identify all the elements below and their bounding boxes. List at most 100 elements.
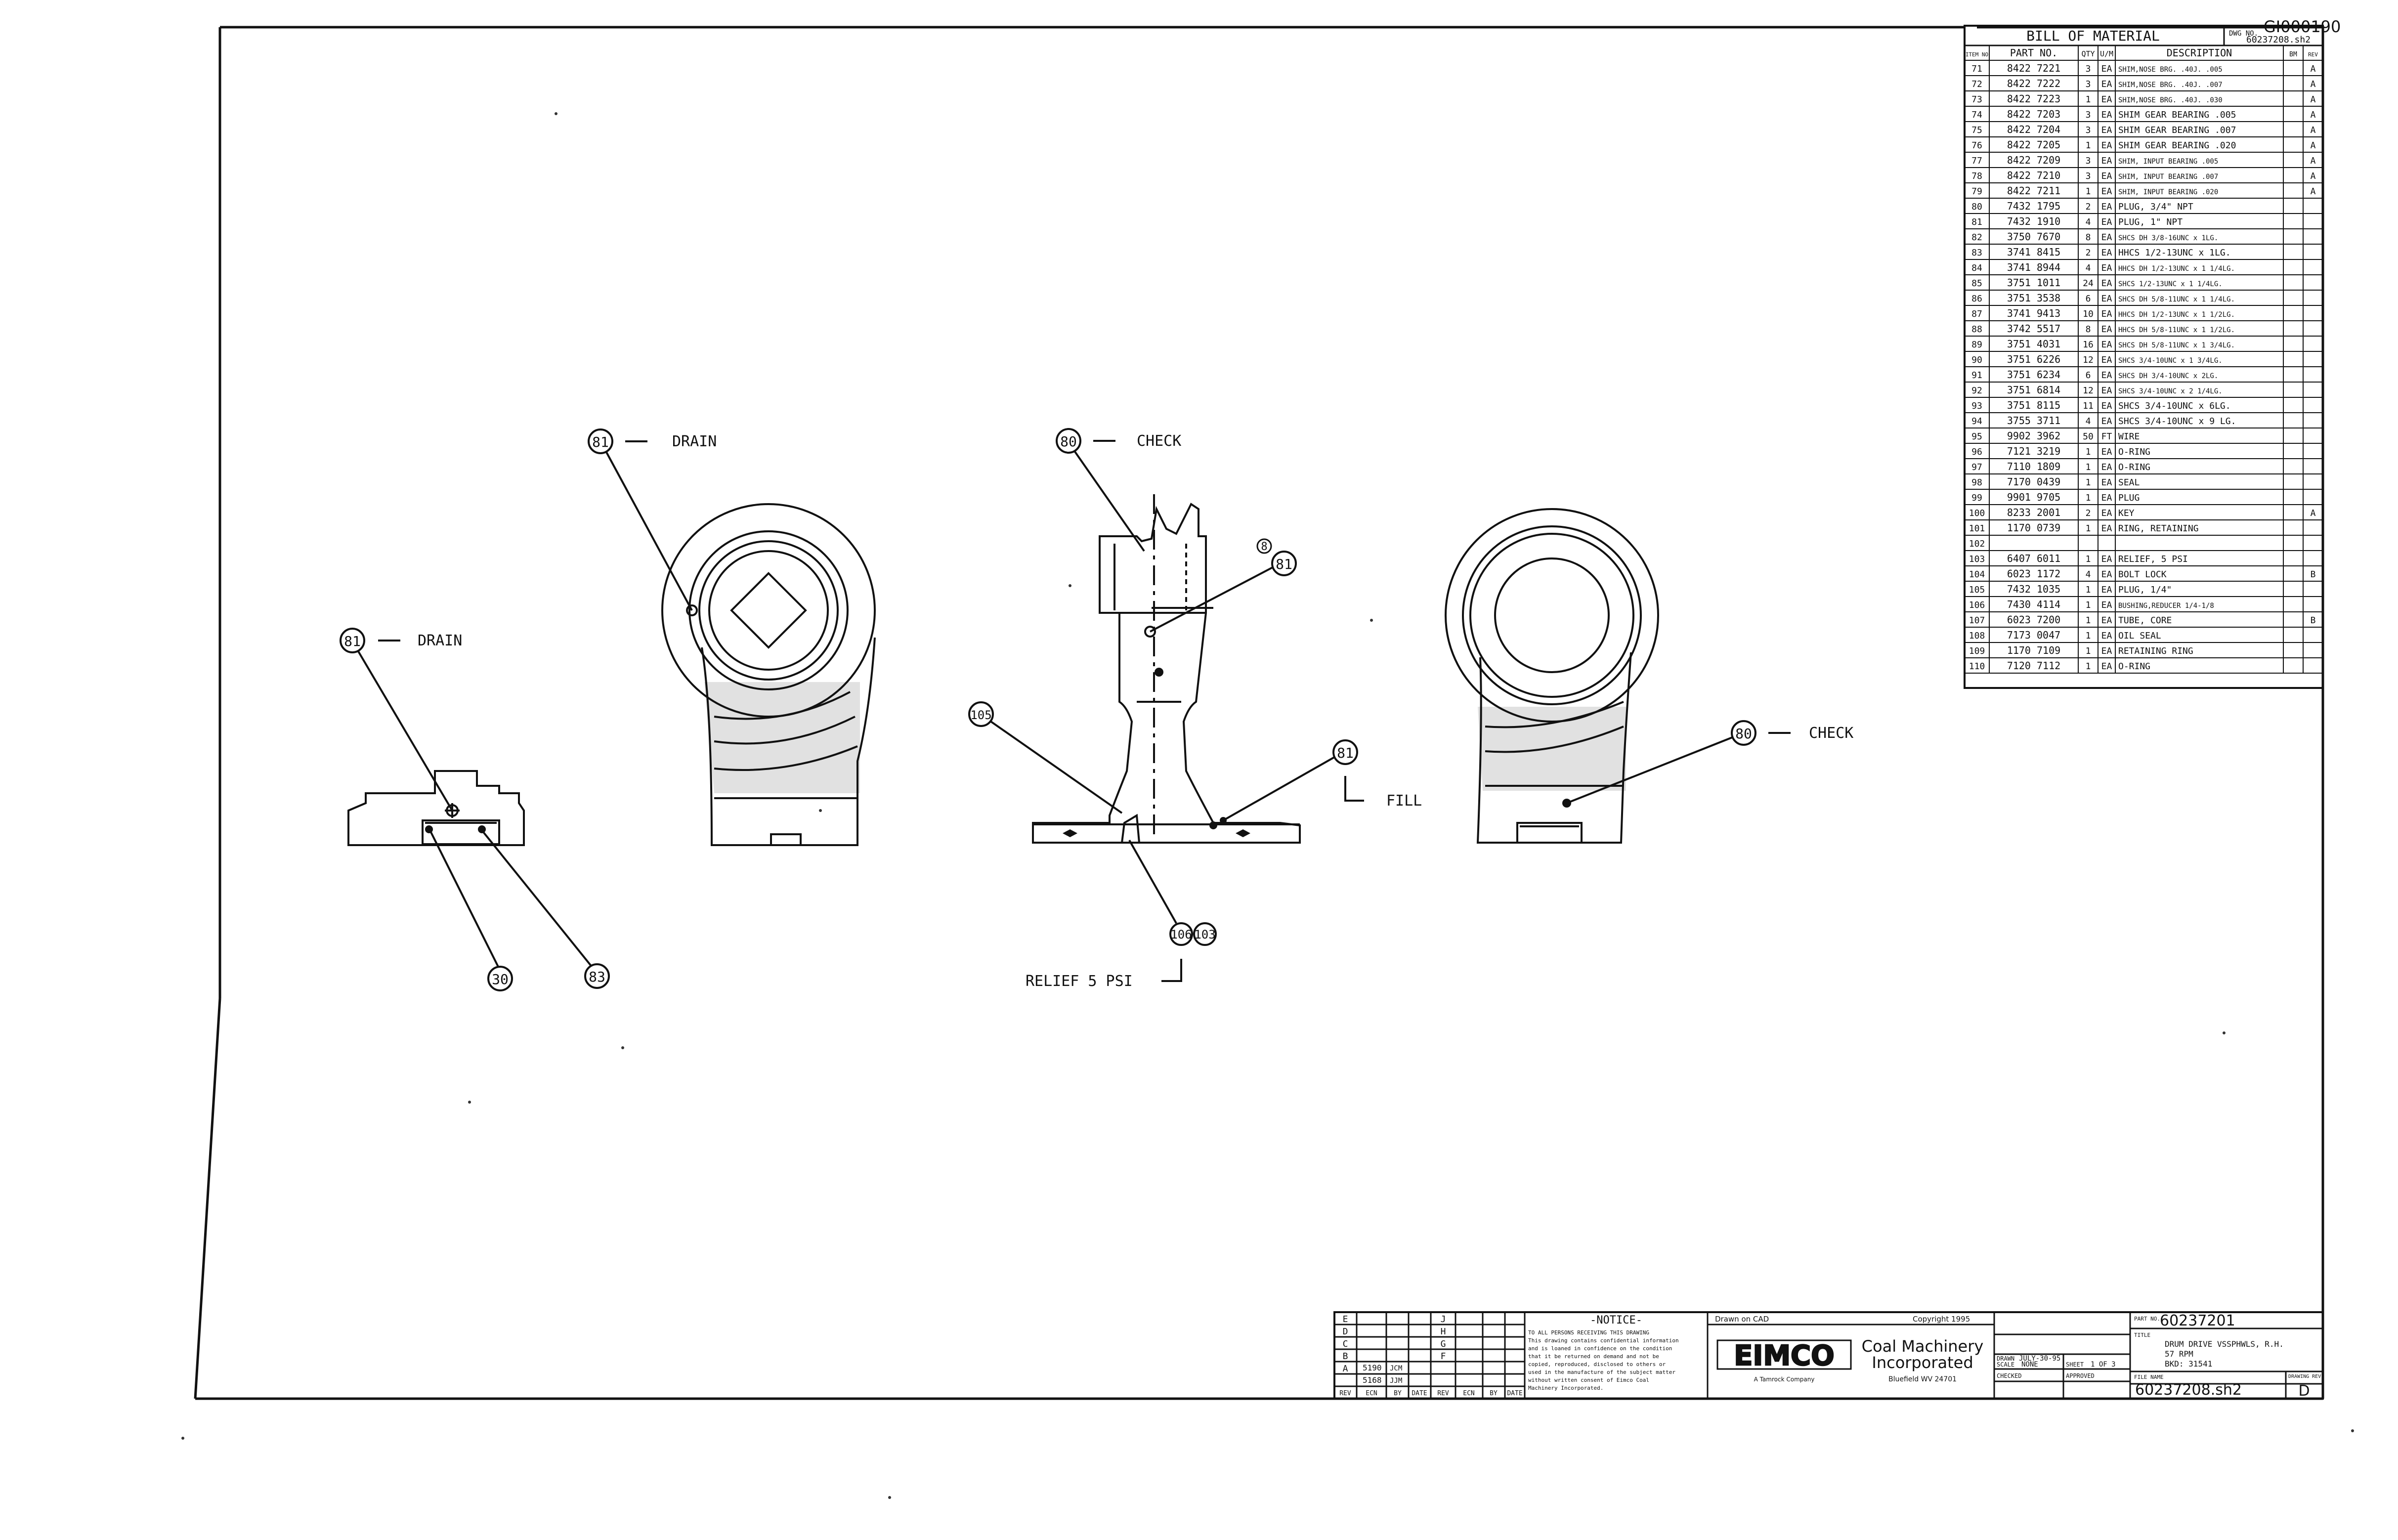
bom-part-no: 7120 7112: [2007, 660, 2060, 672]
bom-description: OIL SEAL: [2118, 631, 2161, 641]
bom-cell: 3: [2086, 171, 2091, 181]
bom-cell: 8: [2086, 324, 2091, 335]
drain-top-num: 81: [592, 434, 609, 450]
bom-part-no: 1170 0739: [2007, 522, 2060, 534]
bom-cell: 2: [2086, 508, 2091, 518]
bom-cell: EA: [2101, 79, 2112, 89]
rev-header-cell: BY: [1394, 1390, 1402, 1397]
part-no: 60237201: [2160, 1312, 2235, 1329]
bom-part-no: 3750 7670: [2007, 231, 2060, 243]
bom-part-no: 3751 6226: [2007, 353, 2060, 365]
bom-cell: EA: [2101, 340, 2112, 350]
bom-part-no: 8422 7205: [2007, 139, 2060, 151]
company-name-1: Coal Machinery: [1862, 1337, 1984, 1356]
bom-cell: A: [2311, 79, 2316, 89]
bom-cell: 1: [2086, 585, 2091, 595]
bom-grid: [1965, 45, 2323, 674]
bom-cell: 24: [2083, 278, 2094, 289]
bom-cell: 1: [2086, 140, 2091, 151]
bom-description: HHCS DH 1/2-13UNC x 1 1/4LG.: [2118, 265, 2235, 273]
checked-label: CHECKED: [1997, 1372, 2022, 1379]
bom-cell: EA: [2101, 324, 2112, 335]
rev-letter-left: D: [1343, 1326, 1348, 1337]
bom-cell: 79: [1971, 186, 1982, 197]
file-name-label: FILE NAME: [2134, 1374, 2164, 1380]
bom-cell: A: [2311, 508, 2316, 518]
bom-part-no: 8422 7204: [2007, 124, 2060, 135]
bom-cell: 1: [2086, 523, 2091, 534]
bom-cell: 1: [2086, 493, 2091, 503]
bom-part-no: 3742 5517: [2007, 323, 2060, 335]
eimco-logo: EIMCO: [1716, 1339, 1852, 1372]
bom-cell: 3: [2086, 110, 2091, 120]
bom-cell: EA: [2101, 355, 2112, 365]
scale-label: SCALE: [1997, 1361, 2014, 1368]
bom-cell: 90: [1971, 355, 1982, 365]
bom-cell: 100: [1969, 508, 1985, 518]
bom-cell: EA: [2101, 186, 2112, 197]
notice-line: Machinery Incorporated.: [1528, 1385, 1603, 1391]
bom-cell: A: [2311, 140, 2316, 151]
bom-cell: 102: [1969, 539, 1985, 549]
bom-cell: 74: [1971, 110, 1982, 120]
bom-cell: EA: [2101, 523, 2112, 534]
bom-cell: 110: [1969, 661, 1985, 672]
drawn-by-label: DRAWN: [1997, 1355, 2014, 1362]
rev-a-ecn: 5168: [1363, 1375, 1382, 1385]
bom-description: SHIM, INPUT BEARING .005: [2118, 158, 2218, 166]
bom-cell: 81: [1971, 217, 1982, 227]
company-name-2: Incorporated: [1872, 1353, 1973, 1372]
notice-line: that it be returned on demand and not be: [1528, 1353, 1659, 1360]
drain-left-num: 81: [344, 633, 361, 649]
bom-cell: 2: [2086, 202, 2091, 212]
title-line-3: BKD: 31541: [2165, 1359, 2212, 1369]
bom-cell: 12: [2083, 385, 2094, 396]
bom-cell: EA: [2101, 385, 2112, 396]
title-line-2: 57 RPM: [2165, 1349, 2193, 1359]
bom-header-cell: BM: [2289, 51, 2297, 58]
bom-part-no: 7432 1035: [2007, 583, 2060, 595]
bom-cell: A: [2311, 110, 2316, 120]
bom-description: HHCS DH 1/2-13UNC x 1 1/2LG.: [2118, 311, 2235, 319]
bom-cell: 94: [1971, 416, 1982, 427]
rev-header-cell: REV: [1437, 1390, 1449, 1397]
bom-part-no: 3751 6234: [2007, 369, 2060, 381]
bom-part-no: 3751 8115: [2007, 399, 2060, 411]
bom-cell: EA: [2101, 217, 2112, 227]
bom-description: O-RING: [2118, 462, 2150, 472]
bom-cell: B: [2311, 569, 2316, 580]
bom-part-no: 3751 6814: [2007, 384, 2060, 396]
bom-description: SHIM,NOSE BRG. .40J. .030: [2118, 96, 2223, 104]
bom-ref-label: DWG NO.: [2229, 30, 2258, 38]
callout-relief: 106 103 RELIEF 5 PSI: [1026, 840, 1217, 990]
company-address: Bluefield WV 24701: [1888, 1375, 1957, 1383]
bom-cell: 80: [1971, 202, 1982, 212]
bom-description: SHIM GEAR BEARING .020: [2118, 140, 2236, 151]
bom-cell: 103: [1969, 554, 1985, 564]
bom-cell: 4: [2086, 416, 2091, 427]
notice-line: without written consent of Eimco Coal: [1528, 1377, 1649, 1383]
bom-cell: EA: [2101, 202, 2112, 212]
left-view-part: [347, 770, 525, 846]
callout-105: 105: [968, 701, 1123, 814]
bom-part-no: 8422 7203: [2007, 108, 2060, 120]
bom-header-cell: ITEM NO: [1966, 51, 1988, 58]
